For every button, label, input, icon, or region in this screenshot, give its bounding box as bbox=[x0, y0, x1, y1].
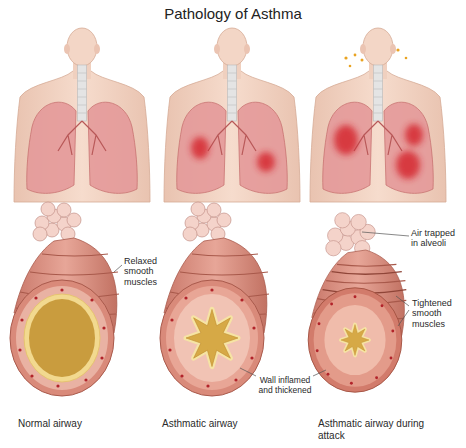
part-label: Air trapped in alveoli bbox=[411, 228, 463, 249]
title: Pathology of Asthma bbox=[0, 5, 466, 22]
part-label: Tightened smooth muscles bbox=[412, 298, 462, 329]
part-label: Relaxed smooth muscles bbox=[124, 256, 168, 287]
part-label: Wall inflamed and thickened bbox=[254, 376, 316, 396]
caption-label: Normal airway bbox=[18, 418, 118, 430]
caption-label: Asthmatic airway during attack bbox=[318, 418, 428, 441]
caption-label: Asthmatic airway bbox=[162, 418, 272, 430]
